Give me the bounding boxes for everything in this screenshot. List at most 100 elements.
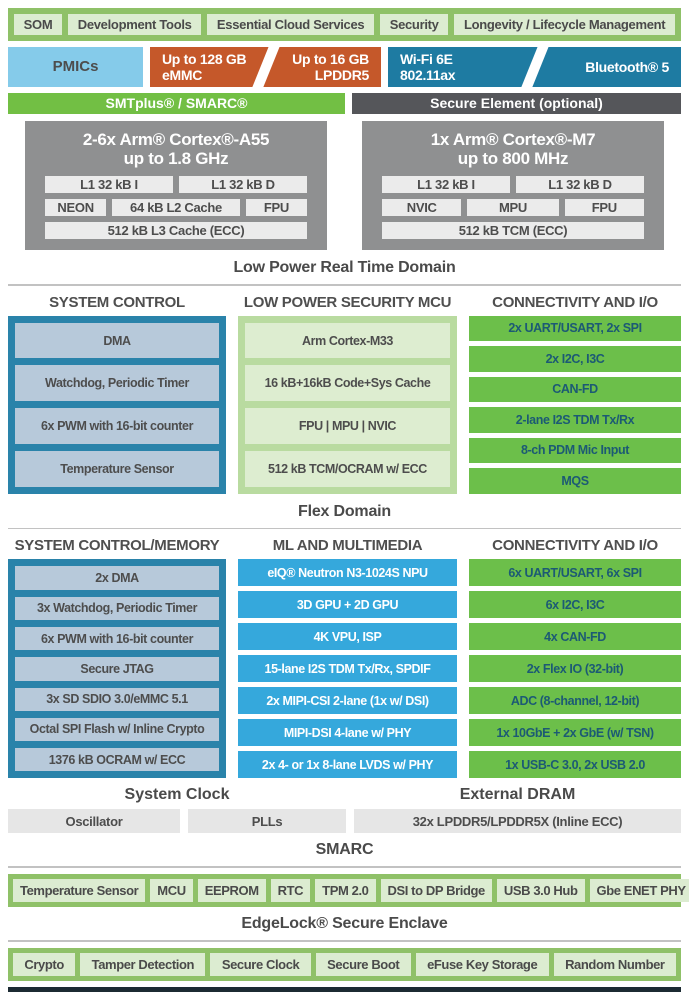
cortex-m7-block: 1x Arm® Cortex®-M7 up to 800 MHz L1 32 k…	[362, 120, 664, 250]
ml-cell: MIPI-DSI 4-lane w/ PHY	[238, 719, 457, 747]
io-cell: ADC (8-channel, 12-bit)	[469, 687, 681, 715]
m7-l1-d-cache: L1 32 kB D	[516, 175, 644, 193]
edgelock-item: Tamper Detection	[80, 952, 206, 976]
m7-mpu: MPU	[467, 198, 559, 216]
smarc-item: EEPROM	[197, 879, 266, 902]
platform-row: SMTplus® / SMARC® Secure Element (option…	[8, 92, 681, 114]
banner-item-som: SOM	[14, 14, 63, 35]
ml-cell: 3D GPU + 2D GPU	[238, 591, 457, 619]
bluetooth-label: Bluetooth® 5	[585, 58, 669, 75]
lpddr-label: Up to 16 GB LPDDR5	[292, 50, 369, 83]
io-cell: MQS	[469, 468, 681, 494]
section-divider	[8, 527, 681, 530]
ml-multimedia-stack: eIQ® Neutron N3-1024S NPU 3D GPU + 2D GP…	[238, 559, 457, 779]
banner-item-cloud-services: Essential Cloud Services	[207, 14, 375, 35]
a55-l1-i-cache: L1 32 kB I	[45, 175, 173, 193]
edgelock-item: Secure Boot	[315, 952, 411, 976]
divider-slash	[518, 47, 551, 87]
a55-neon: NEON	[45, 198, 107, 216]
ml-multimedia-header: ML AND MULTIMEDIA	[272, 537, 423, 555]
system-control-memory-panel: 2x DMA 3x Watchdog, Periodic Timer 6x PW…	[8, 559, 226, 779]
system-control-memory-header: SYSTEM CONTROL/MEMORY	[14, 537, 220, 555]
io-cell: 1x 10GbE + 2x GbE (w/ TSN)	[469, 719, 681, 747]
smarc-item: DSI to DP Bridge	[380, 879, 492, 902]
a55-fpu: FPU	[245, 198, 307, 216]
panel-cell: 3x Watchdog, Periodic Timer	[15, 596, 219, 620]
flex-domain-heading: Flex Domain	[298, 502, 391, 520]
io-cell: 8-ch PDM Mic Input	[469, 437, 681, 464]
edgelock-item: eFuse Key Storage	[415, 952, 549, 976]
clock-dram-row: Oscillator PLLs 32x LPDDR5/LPDDR5X (Inli…	[8, 809, 681, 834]
smarc-row: Temperature Sensor MCU EEPROM RTC TPM 2.…	[8, 874, 689, 907]
smarc-item: RTC	[270, 879, 311, 902]
io-cell: 6x UART/USART, 6x SPI	[469, 559, 681, 587]
panel-cell: 3x SD SDIO 3.0/eMMC 5.1	[15, 687, 219, 711]
panel-cell: 1376 kB OCRAM w/ ECC	[15, 748, 219, 772]
io-cell: 2x Flex IO (32-bit)	[469, 655, 681, 683]
wireless-block: Wi-Fi 6E 802.11ax Bluetooth® 5	[388, 47, 681, 87]
smtplus-smarc-block: SMTplus® / SMARC®	[8, 92, 345, 114]
ml-cell: eIQ® Neutron N3-1024S NPU	[238, 559, 457, 587]
smarc-item: Temperature Sensor	[13, 879, 146, 902]
panel-cell: 16 kB+16kB Code+Sys Cache	[245, 365, 450, 402]
emmc-label: Up to 128 GB eMMC	[162, 50, 247, 83]
ml-cell: 15-lane I2S TDM Tx/Rx, SPDIF	[238, 655, 457, 683]
smarc-item: Gbe ENET PHY	[589, 879, 689, 902]
plls-box: PLLs	[188, 809, 346, 834]
dram-box: 32x LPDDR5/LPDDR5X (Inline ECC)	[354, 809, 681, 834]
panel-cell: Octal SPI Flash w/ Inline Crypto	[15, 717, 219, 742]
system-clock-heading: System Clock	[124, 786, 230, 804]
cortex-m7-title: 1x Arm® Cortex®-M7 up to 800 MHz	[430, 129, 596, 168]
io-cell: 1x USB-C 3.0, 2x USB 2.0	[469, 751, 681, 779]
connectivity-stack-a: 2x UART/USART, 2x SPI 2x I2C, I3C CAN-FD…	[469, 315, 681, 494]
panel-cell: FPU | MPU | NVIC	[245, 408, 450, 444]
divider-slash	[249, 47, 282, 87]
a55-l1-d-cache: L1 32 kB D	[179, 175, 307, 193]
a55-l2-cache: 64 kB L2 Cache	[112, 198, 240, 216]
banner-item-development-tools: Development Tools	[68, 14, 202, 35]
section-divider	[8, 866, 681, 868]
m7-l1-i-cache: L1 32 kB I	[382, 175, 510, 193]
cpu-row: 2-6x Arm® Cortex®-A55 up to 1.8 GHz L1 3…	[8, 120, 681, 250]
section-divider	[8, 283, 681, 286]
security-mcu-panel: Arm Cortex-M33 16 kB+16kB Code+Sys Cache…	[238, 315, 457, 494]
panel-cell: Secure JTAG	[15, 657, 219, 681]
ml-cell: 4K VPU, ISP	[238, 623, 457, 651]
hardware-row: PMICs Up to 128 GB eMMC Up to 16 GB LPDD…	[8, 47, 681, 87]
low-power-domain-heading: Low Power Real Time Domain	[233, 258, 456, 276]
io-cell: 2x UART/USART, 2x SPI	[469, 315, 681, 342]
connectivity-stack-b: 6x UART/USART, 6x SPI 6x I2C, I3C 4x CAN…	[469, 559, 681, 779]
smarc-item: MCU	[150, 879, 193, 902]
edgelock-row: Crypto Tamper Detection Secure Clock Sec…	[8, 947, 681, 981]
panel-cell: Watchdog, Periodic Timer	[15, 365, 219, 402]
m7-fpu: FPU	[564, 198, 644, 216]
edgelock-item: Secure Clock	[210, 952, 311, 976]
m7-nvic: NVIC	[382, 198, 462, 216]
pmics-block: PMICs	[8, 47, 143, 87]
cortex-a55-block: 2-6x Arm® Cortex®-A55 up to 1.8 GHz L1 3…	[25, 120, 327, 250]
io-cell: 2x I2C, I3C	[469, 346, 681, 372]
top-feature-banner: SOM Development Tools Essential Cloud Se…	[8, 8, 681, 41]
cutoff-bottom-bar	[8, 986, 681, 992]
security-mcu-header: LOW POWER SECURITY MCU	[243, 293, 452, 311]
panel-cell: 6x PWM with 16-bit counter	[15, 408, 219, 444]
edgelock-item: Random Number	[553, 952, 676, 976]
cortex-a55-title: 2-6x Arm® Cortex®-A55 up to 1.8 GHz	[82, 129, 270, 168]
smarc-item: USB 3.0 Hub	[496, 879, 585, 902]
banner-item-longevity: Longevity / Lifecycle Management	[454, 14, 675, 35]
system-control-panel: DMA Watchdog, Periodic Timer 6x PWM with…	[8, 315, 226, 494]
panel-cell: Temperature Sensor	[15, 450, 219, 487]
banner-item-security: Security	[380, 14, 449, 35]
low-power-domain-columns: DMA Watchdog, Periodic Timer 6x PWM with…	[8, 315, 681, 494]
flex-domain-columns: 2x DMA 3x Watchdog, Periodic Timer 6x PW…	[8, 559, 681, 779]
panel-cell: DMA	[15, 322, 219, 359]
wifi-label: Wi-Fi 6E 802.11ax	[400, 50, 456, 83]
oscillator-box: Oscillator	[8, 809, 180, 834]
m7-tcm: 512 kB TCM (ECC)	[382, 221, 644, 239]
a55-l3-cache: 512 kB L3 Cache (ECC)	[45, 221, 307, 239]
ml-cell: 2x MIPI-CSI 2-lane (1x w/ DSI)	[238, 687, 457, 715]
edgelock-item: Crypto	[13, 952, 76, 976]
panel-cell: 6x PWM with 16-bit counter	[15, 626, 219, 651]
connectivity-header-a: CONNECTIVITY AND I/O	[492, 293, 658, 311]
